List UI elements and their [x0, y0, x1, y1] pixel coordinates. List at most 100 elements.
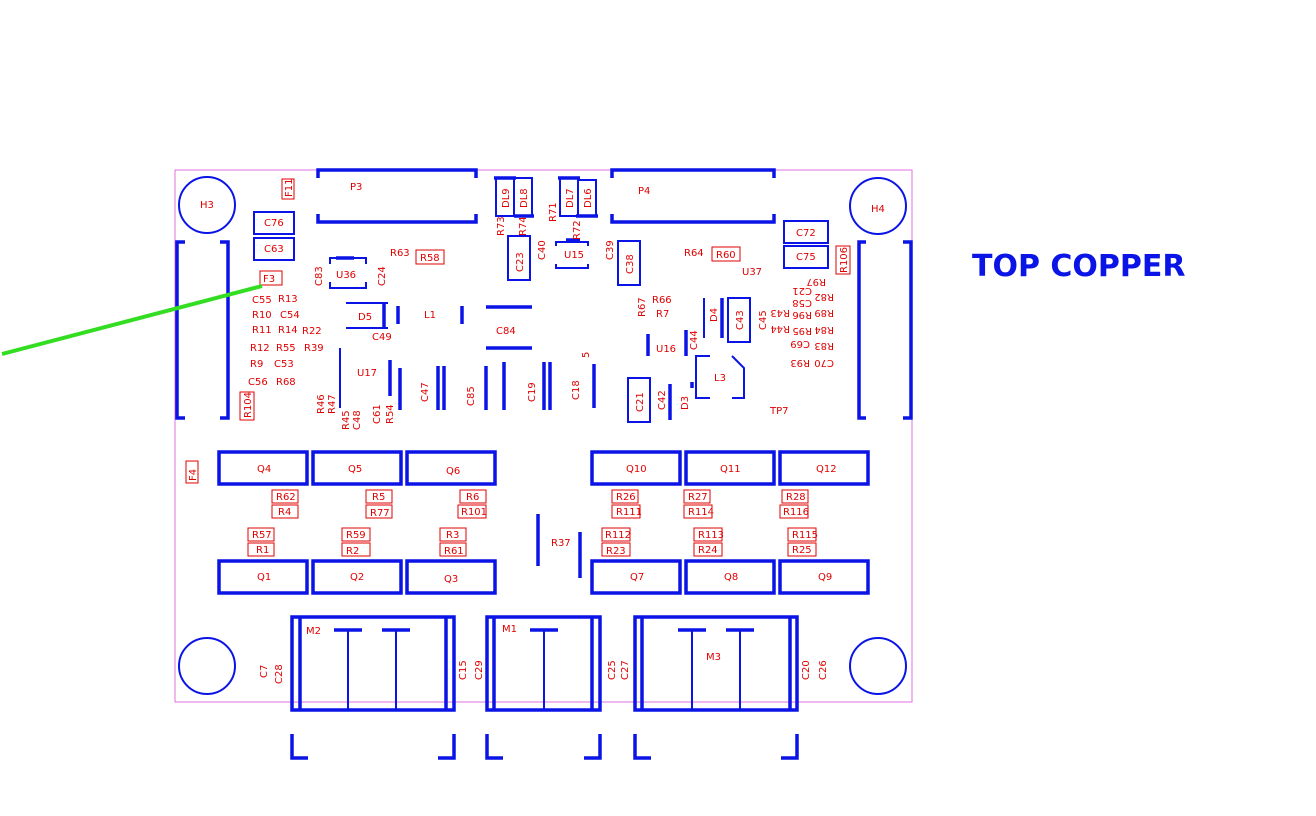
label-m3: M3 [706, 652, 721, 663]
label-r24: R24 [698, 545, 718, 556]
label-r82: R82 [814, 291, 834, 302]
label-r61: R61 [444, 546, 464, 557]
right-connector-outline [857, 240, 913, 420]
label-c28: C28 [274, 664, 285, 684]
label-c21b: C21 [792, 285, 812, 296]
label-r66: R66 [652, 295, 672, 306]
label-r11: R11 [252, 325, 272, 336]
label-r46: R46 [316, 394, 327, 414]
label-r95: R95 [792, 325, 812, 336]
label-r58: R58 [420, 253, 440, 264]
label-r115: R115 [792, 530, 818, 541]
label-c23: C23 [515, 252, 526, 272]
label-r13: R13 [278, 294, 298, 305]
label-r77: R77 [370, 508, 390, 519]
left-connector-outline [175, 240, 230, 420]
label-dl7: DL7 [565, 188, 576, 208]
label-r10: R10 [252, 310, 272, 321]
label-m2: M2 [306, 626, 321, 637]
label-c84: C84 [496, 326, 516, 337]
label-c49: C49 [372, 332, 392, 343]
label-r104: R104 [243, 392, 254, 418]
label-r26: R26 [616, 492, 636, 503]
label-r23: R23 [606, 546, 626, 557]
label-c83: C83 [314, 266, 325, 286]
label-r5: R5 [372, 492, 385, 503]
mounting-hole-h4 [849, 177, 907, 235]
label-r7: R7 [656, 309, 669, 320]
label-c75: C75 [796, 252, 816, 263]
label-r106: R106 [839, 247, 850, 273]
label-r27: R27 [688, 492, 708, 503]
mounting-hole-bl [178, 637, 236, 695]
label-c26: C26 [818, 660, 829, 680]
motor-connector-m2 [290, 615, 456, 760]
label-q3: Q3 [444, 574, 458, 585]
label-c44: C44 [689, 330, 700, 350]
label-c54: C54 [280, 310, 300, 321]
label-r113: R113 [698, 530, 724, 541]
p3-outline [316, 168, 478, 224]
label-c29: C29 [474, 660, 485, 680]
label-c38: C38 [625, 254, 636, 274]
label-q8: Q8 [724, 572, 738, 583]
label-r59: R59 [346, 530, 366, 541]
label-q4: Q4 [257, 464, 271, 475]
label-r68: R68 [276, 377, 296, 388]
rotated-labels-right: R97 R82 C21 C58 R43 R89 R96 R84 R95 R44 … [770, 276, 834, 368]
label-p3: P3 [350, 182, 362, 193]
label-c45: C45 [758, 310, 769, 330]
label-d4: D4 [709, 308, 720, 322]
label-r96: R96 [792, 309, 812, 320]
label-c7: C7 [259, 665, 270, 678]
label-r93: R93 [790, 357, 810, 368]
label-p4: P4 [638, 186, 650, 197]
label-r22: R22 [302, 326, 322, 337]
label-r63: R63 [390, 248, 410, 259]
label-q9: Q9 [818, 572, 832, 583]
label-r25: R25 [792, 545, 812, 556]
label-r73: R73 [496, 216, 507, 236]
label-r44: R44 [770, 323, 790, 334]
label-h3: H3 [200, 200, 214, 211]
motor-connector-m3 [633, 615, 799, 760]
label-r9: R9 [250, 359, 263, 370]
label-r74: R74 [518, 216, 529, 236]
label-c25: C25 [607, 660, 618, 680]
label-r112: R112 [605, 530, 631, 541]
label-l1: L1 [424, 310, 436, 321]
label-u37: U37 [742, 267, 762, 278]
label-d3: D3 [680, 396, 691, 410]
label-c56: C56 [248, 377, 268, 388]
silkscreen-boxes [185, 178, 851, 557]
motor-connector-m1 [485, 615, 602, 760]
layer-title: TOP COPPER [972, 249, 1186, 284]
label-u15: U15 [564, 250, 584, 261]
label-c58: C58 [792, 297, 812, 308]
label-c61: C61 [372, 404, 383, 424]
label-f4: F4 [188, 469, 199, 481]
label-r111: R111 [616, 507, 642, 518]
copper-components [253, 211, 829, 578]
label-q11: Q11 [720, 464, 741, 475]
label-f11: F11 [284, 179, 295, 197]
label-dl6: DL6 [583, 188, 594, 208]
label-r37: R37 [551, 538, 571, 549]
label-c70: C70 [814, 357, 834, 368]
label-f3: F3 [263, 274, 275, 285]
label-r47: R47 [327, 394, 338, 414]
label-c24: C24 [377, 266, 388, 286]
label-r67: R67 [637, 297, 648, 317]
label-c69: C69 [790, 338, 810, 349]
q-bottom-row [217, 559, 870, 595]
label-u16: U16 [656, 344, 676, 355]
p4-outline [610, 168, 776, 224]
label-r4: R4 [278, 507, 291, 518]
label-q7: Q7 [630, 572, 644, 583]
label-c48: C48 [352, 410, 363, 430]
label-r1: R1 [256, 545, 269, 556]
label-r89: R89 [814, 307, 834, 318]
label-r2: R2 [346, 546, 359, 557]
label-q6: Q6 [446, 466, 460, 477]
